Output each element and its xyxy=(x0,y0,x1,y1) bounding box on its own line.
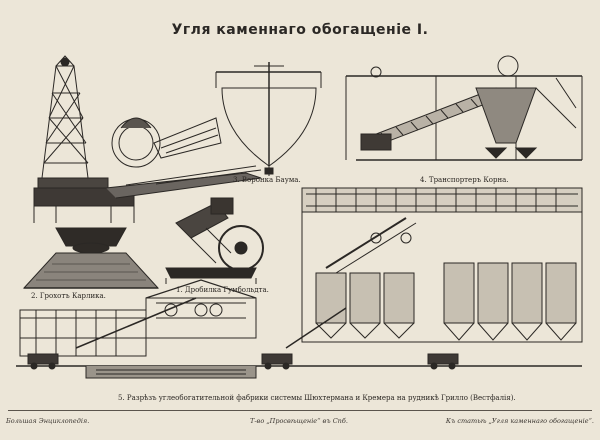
fig5-plant-section-drawing xyxy=(16,187,583,379)
footer-left: Большая Энциклопедія. xyxy=(6,417,90,425)
footer-rule xyxy=(8,410,592,411)
fig3-funnel-drawing xyxy=(215,62,322,176)
fig5-caption: 5. Разрѣзъ углеобогатительной фабрики си… xyxy=(118,394,516,402)
footer-right: Къ статьѣ „Угля каменнаго обогащеніе“. xyxy=(445,417,594,425)
engraving-plate xyxy=(16,48,584,398)
plate-title: Угля каменнаго обогащеніе I. xyxy=(171,22,429,38)
fig4-caption: 4. Транспортеръ Корна. xyxy=(420,176,509,184)
fig2-caption: 2. Грохотъ Карлика. xyxy=(31,292,106,300)
fig4-conveyor-drawing xyxy=(345,55,583,161)
fig2-screen-drawing xyxy=(22,55,262,289)
footer-center: Т-во „Просвѣщеніе“ въ Спб. xyxy=(250,417,348,425)
fig1-crusher-drawing xyxy=(165,197,264,284)
fig1-caption: 1. Дробилка Гумбольдта. xyxy=(176,286,269,294)
fig3-caption: 3. Воронка Баума. xyxy=(233,176,301,184)
